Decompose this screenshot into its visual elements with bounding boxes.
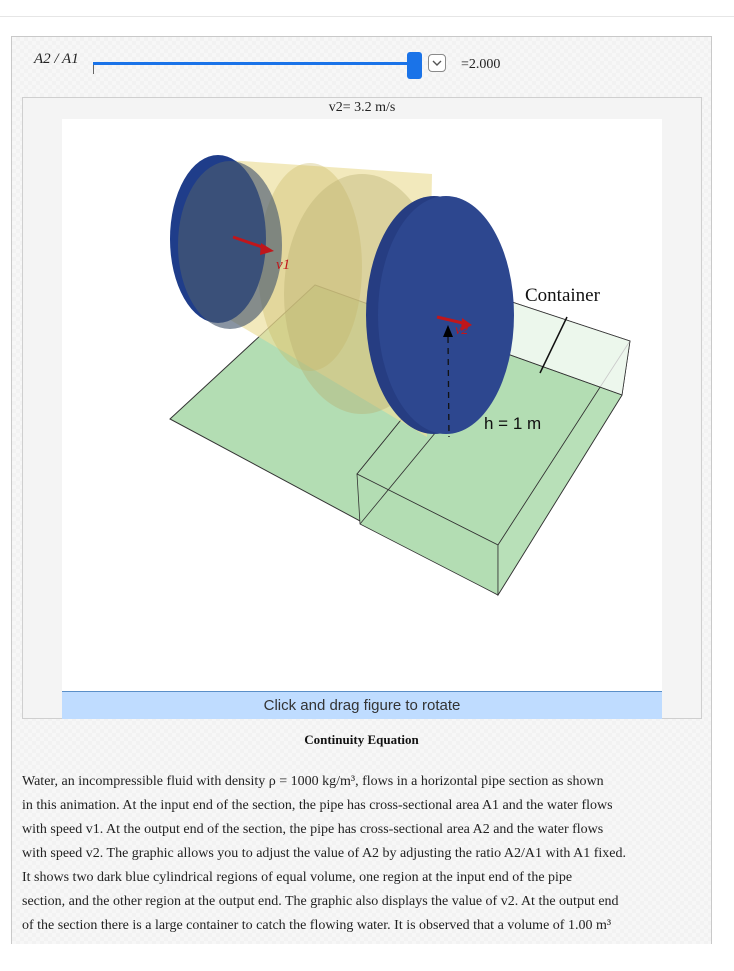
rotate-hint-bar: Click and drag figure to rotate [62, 691, 662, 719]
height-label: h = 1 m [484, 414, 541, 433]
pipe-3d-graphic[interactable]: v1 v2 h = 1 m Container [62, 119, 662, 691]
ratio-slider-track[interactable] [93, 62, 408, 65]
ratio-control-label: A2 / A1 [34, 51, 79, 67]
v2-readout: v2= 3.2 m/s [328, 100, 396, 115]
chevron-down-icon [432, 60, 442, 66]
description: Water, an incompressible fluid with dens… [22, 770, 702, 938]
page-bottom-edge [0, 944, 734, 971]
container-label: Container [525, 285, 601, 306]
graphic-panel: v2= 3.2 m/s [22, 97, 702, 719]
slider-start-tick [93, 62, 94, 74]
caption: Continuity Equation [304, 732, 419, 747]
ratio-value: =2.000 [461, 57, 501, 72]
desc-line-5: It shows two dark blue cylindrical regio… [22, 870, 573, 885]
manipulate-panel: A2 / A1 =2.000 v2= 3.2 m/s [11, 36, 712, 971]
top-divider [0, 16, 734, 17]
v1-arrow: v1 [232, 235, 290, 273]
desc-line-6: section, and the other region at the out… [22, 894, 619, 909]
ratio-slider-thumb[interactable] [407, 52, 422, 79]
desc-line-7: of the section there is a large containe… [22, 918, 612, 933]
desc-line-4: with speed v2. The graphic allows you to… [22, 846, 626, 861]
pipe [170, 155, 514, 437]
desc-line-2: in this animation. At the input end of t… [22, 798, 613, 813]
desc-line-1: Water, an incompressible fluid with dens… [22, 774, 604, 789]
slider-options-button[interactable] [428, 54, 446, 72]
height-indicator: h = 1 m [443, 325, 541, 438]
desc-line-3: with speed v1. At the output end of the … [22, 822, 604, 837]
v2-label: v2 [455, 323, 468, 338]
v2-arrow: v2 [436, 315, 472, 338]
v1-label: v1 [276, 257, 290, 273]
